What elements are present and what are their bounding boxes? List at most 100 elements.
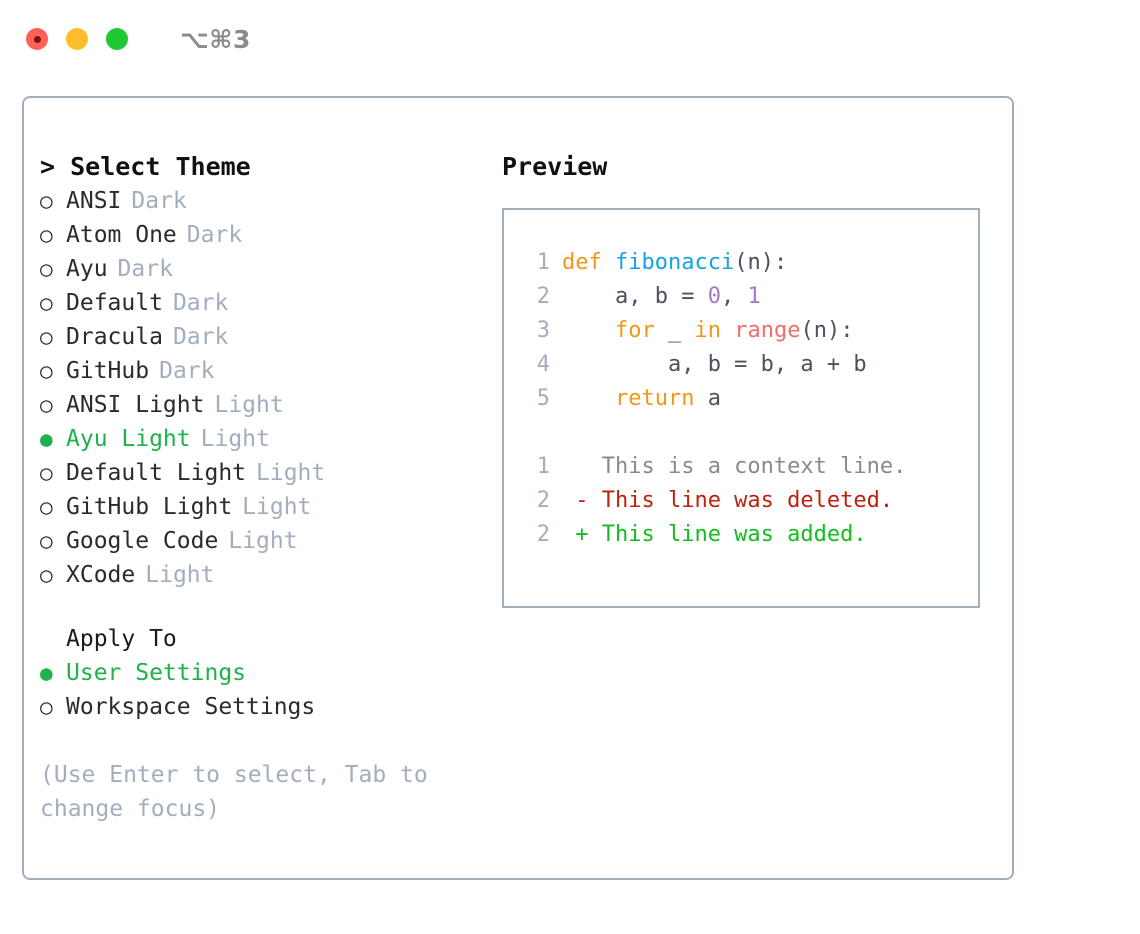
theme-option-4[interactable]: ○ Dracula Dark <box>40 320 490 354</box>
theme-variant-tag: Dark <box>172 290 229 316</box>
theme-option-0[interactable]: ○ ANSI Dark <box>40 184 490 218</box>
token-pln: a <box>694 386 721 411</box>
preview-spacer <box>520 416 978 450</box>
apply-to-option-1[interactable]: ○Workspace Settings <box>40 690 490 724</box>
token-add: + This line was added. <box>562 522 867 547</box>
theme-variant-tag: Light <box>214 392 284 418</box>
line-number: 5 <box>536 386 550 411</box>
theme-option-label: Ayu Light <box>66 426 191 452</box>
theme-variant-tag: Light <box>242 494 312 520</box>
minimize-button[interactable] <box>66 28 88 50</box>
token-kw: for <box>614 318 655 343</box>
apply-to-heading: Apply To <box>66 626 177 652</box>
diff-sample: 1 This is a context line. 2 - This line w… <box>520 450 978 552</box>
keyboard-hint-text: (Use Enter to select, Tab to change focu… <box>40 762 442 822</box>
radio-unselected-icon: ○ <box>40 257 53 281</box>
theme-option-label: Atom One <box>66 222 177 248</box>
theme-variant-tag: Light <box>145 562 215 588</box>
radio-unselected-icon: ○ <box>40 189 53 213</box>
zoom-button[interactable] <box>106 28 128 50</box>
radio-unselected-icon: ○ <box>40 393 53 417</box>
theme-variant-tag: Dark <box>117 256 173 282</box>
radio-unselected-icon: ○ <box>40 495 53 519</box>
token-pln: a, b = <box>562 284 708 309</box>
code-line-1: 2 a, b = 0, 1 <box>520 280 978 314</box>
line-number: 2 <box>536 284 550 309</box>
token-pln: a, b = b, a + b <box>562 352 867 377</box>
radio-unselected-icon: ○ <box>40 529 53 553</box>
theme-variant-tag: Light <box>200 426 270 452</box>
radio-unselected-icon: ○ <box>40 223 53 247</box>
select-theme-heading: > Select Theme <box>40 152 251 181</box>
line-content: + This line was added. <box>562 518 867 552</box>
theme-option-label: XCode <box>66 562 136 588</box>
line-content: a, b = 0, 1 <box>562 280 761 314</box>
theme-variant-tag: Light <box>256 460 326 486</box>
token-pln <box>721 318 734 343</box>
line-number: 3 <box>536 318 550 343</box>
token-pln: (n): <box>734 250 788 275</box>
radio-unselected-icon: ○ <box>40 291 53 315</box>
line-content: - This line was deleted. <box>562 484 893 518</box>
radio-unselected-icon: ○ <box>40 695 53 719</box>
theme-variant-tag: Dark <box>159 358 215 384</box>
radio-selected-icon: ● <box>40 427 53 451</box>
line-number: 1 <box>536 454 550 479</box>
theme-option-8[interactable]: ○ Default Light Light <box>40 456 490 490</box>
token-bi: range <box>734 318 801 343</box>
theme-variant-tag: Dark <box>172 324 229 350</box>
radio-unselected-icon: ○ <box>40 461 53 485</box>
line-number: 2 <box>536 522 550 547</box>
theme-option-label: ANSI Light <box>66 392 205 418</box>
theme-option-7[interactable]: ● Ayu Light Light <box>40 422 490 456</box>
theme-option-label: Default Light <box>66 460 247 486</box>
code-line-4: 5 return a <box>520 382 978 416</box>
theme-variant-tag: Dark <box>131 188 187 214</box>
code-line-2: 3 for _ in range(n): <box>520 314 978 348</box>
apply-to-list[interactable]: ●User Settings○Workspace Settings <box>40 656 490 724</box>
token-num: 0 <box>707 284 721 309</box>
apply-to-option-0[interactable]: ●User Settings <box>40 656 490 690</box>
token-ctx: This is a context line. <box>562 454 907 479</box>
token-kw: return <box>614 386 695 411</box>
close-button[interactable] <box>26 28 48 50</box>
diff-line-2: 2 + This line was added. <box>520 518 978 552</box>
line-content: a, b = b, a + b <box>562 348 867 382</box>
window-controls <box>26 28 128 50</box>
line-content: return a <box>562 382 721 416</box>
apply-to-section: Apply To ●User Settings○Workspace Settin… <box>40 622 490 724</box>
line-number: 1 <box>536 250 550 275</box>
apply-to-option-label: User Settings <box>66 660 247 686</box>
theme-option-label: Dracula <box>66 324 163 350</box>
token-pln <box>562 318 615 343</box>
line-content: for _ in range(n): <box>562 314 853 348</box>
theme-option-label: ANSI <box>66 188 122 214</box>
theme-option-label: GitHub <box>66 358 150 384</box>
token-del: - This line was deleted. <box>562 488 894 513</box>
radio-unselected-icon: ○ <box>40 325 53 349</box>
token-pln: , <box>720 284 748 309</box>
token-kw: in <box>694 318 721 343</box>
preview-heading: Preview <box>502 152 608 181</box>
theme-option-6[interactable]: ○ ANSI Light Light <box>40 388 490 422</box>
theme-option-label: Ayu <box>66 256 108 282</box>
theme-option-label: Google Code <box>66 528 219 554</box>
line-number: 2 <box>536 488 550 513</box>
theme-option-2[interactable]: ○ Ayu Dark <box>40 252 490 286</box>
token-pln: _ <box>654 318 695 343</box>
title-bar: ⌥⌘3 <box>0 0 1140 78</box>
token-num: 1 <box>747 284 761 309</box>
line-number: 4 <box>536 352 550 377</box>
token-fn: fibonacci <box>614 250 735 275</box>
